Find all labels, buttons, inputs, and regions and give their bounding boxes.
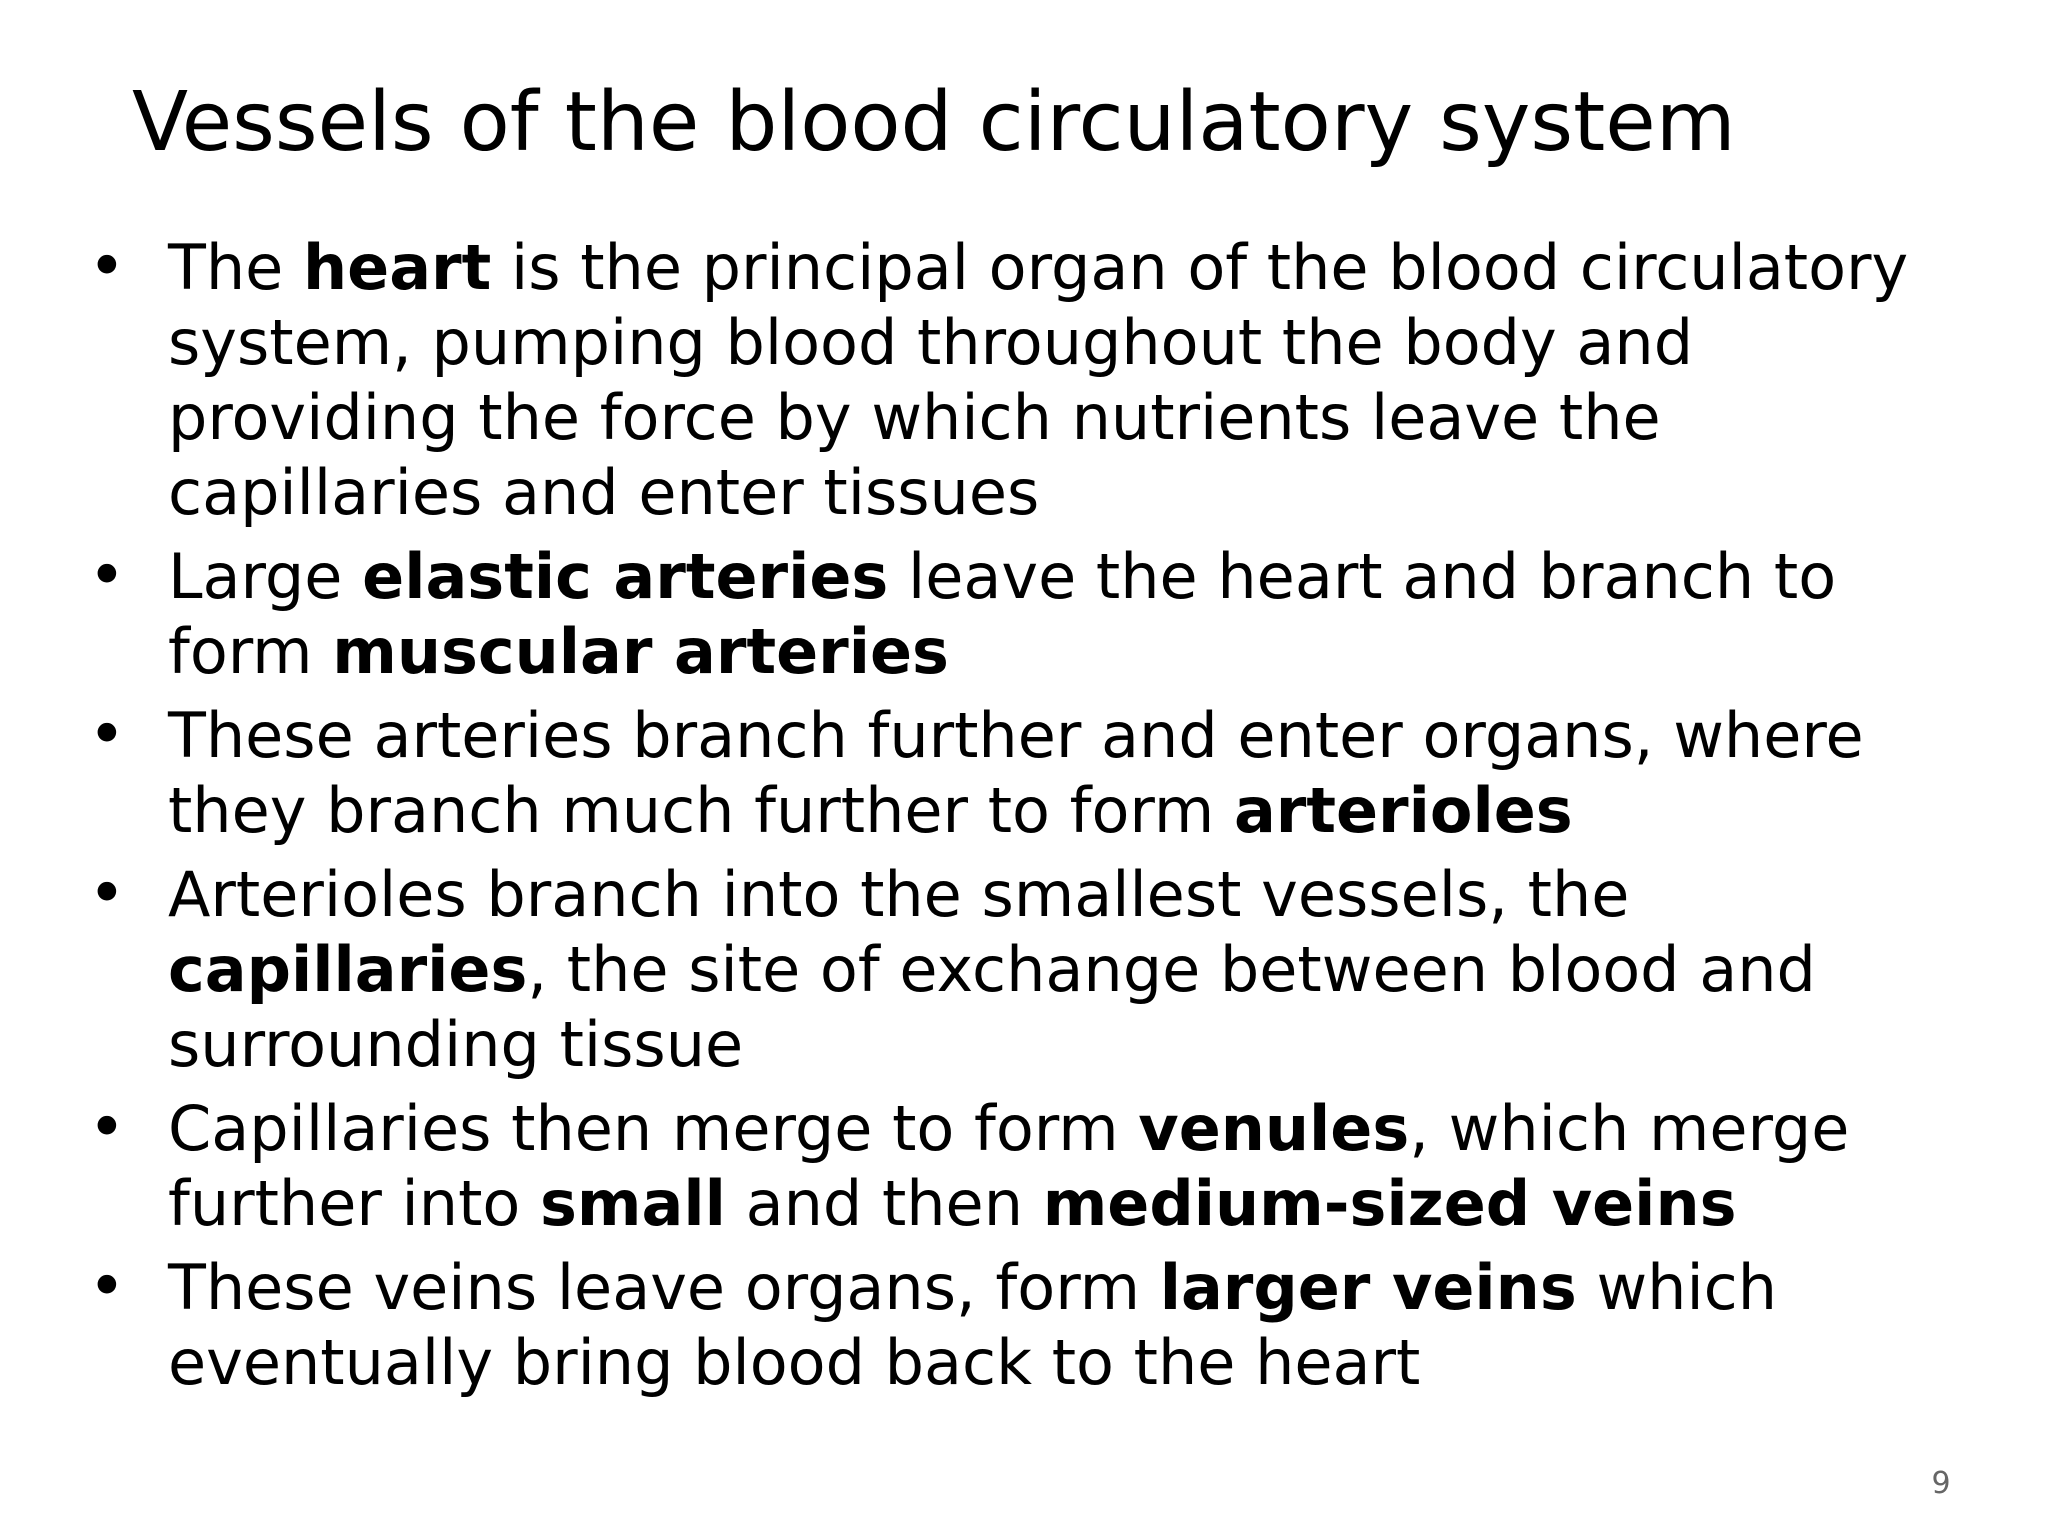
bold-term-arterioles: arterioles	[1233, 774, 1573, 847]
bullet-text: Large elastic arteries leave the heart a…	[168, 539, 2008, 689]
bullet-dot: •	[88, 698, 126, 772]
text-segment: they branch much further to form	[168, 774, 1234, 847]
text-line: surrounding tissue	[168, 1008, 744, 1081]
bullet-dot: •	[88, 539, 126, 613]
bullet-larger-veins: • These veins leave organs, form larger …	[88, 1250, 2008, 1400]
text-segment: Capillaries then merge to form	[168, 1092, 1139, 1165]
text-line: capillaries and enter tissues	[168, 456, 1040, 529]
slide-title: Vessels of the blood circulatory system	[132, 75, 1736, 170]
text-line: further into small and then medium-sized…	[168, 1166, 2008, 1241]
bold-term-venules: venules	[1138, 1092, 1410, 1165]
bullet-text: These veins leave organs, form larger ve…	[168, 1250, 2008, 1400]
text-line: The heart is the principal organ of the …	[168, 230, 2008, 305]
bold-term-larger-veins: larger veins	[1159, 1251, 1577, 1324]
bold-term-elastic-arteries: elastic arteries	[362, 540, 889, 613]
text-segment: The	[168, 231, 304, 304]
bullet-text: Capillaries then merge to form venules, …	[168, 1091, 2008, 1241]
bold-term-small: small	[540, 1167, 726, 1240]
bullet-dot: •	[88, 230, 126, 304]
bullet-dot: •	[88, 857, 126, 931]
bold-term-capillaries: capillaries	[168, 933, 528, 1006]
text-segment: These veins leave organs, form	[168, 1251, 1160, 1324]
text-segment: is the principal organ of the blood circ…	[491, 231, 1909, 304]
bold-term-medium-sized-veins: medium-sized veins	[1042, 1167, 1737, 1240]
bullet-dot: •	[88, 1091, 126, 1165]
bullet-elastic-arteries: • Large elastic arteries leave the heart…	[88, 539, 2008, 689]
text-segment: Large	[168, 540, 363, 613]
bullet-text: These arteries branch further and enter …	[168, 698, 2008, 848]
bold-term-muscular-arteries: muscular arteries	[332, 615, 949, 688]
text-line: providing the force by which nutrients l…	[168, 381, 1661, 454]
bullet-venules-veins: • Capillaries then merge to form venules…	[88, 1091, 2008, 1241]
text-line: form muscular arteries	[168, 614, 2008, 689]
text-segment: , which merge	[1409, 1092, 1850, 1165]
text-line: These arteries branch further and enter …	[168, 699, 1864, 772]
text-segment: further into	[168, 1167, 541, 1240]
text-segment: which	[1576, 1251, 1778, 1324]
text-line: Arterioles branch into the smallest vess…	[168, 858, 1630, 931]
text-line: they branch much further to form arterio…	[168, 773, 2008, 848]
text-segment: and then	[725, 1167, 1043, 1240]
bullet-dot: •	[88, 1250, 126, 1324]
text-line: Capillaries then merge to form venules, …	[168, 1091, 2008, 1166]
text-line: Large elastic arteries leave the heart a…	[168, 539, 2008, 614]
text-segment: , the site of exchange between blood and	[527, 933, 1816, 1006]
text-segment: leave the heart and branch to	[888, 540, 1837, 613]
text-segment: form	[168, 615, 333, 688]
bullet-heart: • The heart is the principal organ of th…	[88, 230, 2008, 530]
bullet-text: Arterioles branch into the smallest vess…	[168, 857, 2008, 1082]
text-line: capillaries, the site of exchange betwee…	[168, 932, 2008, 1007]
bullet-list: • The heart is the principal organ of th…	[88, 230, 2008, 1409]
text-line: eventually bring blood back to the heart	[168, 1326, 1421, 1399]
bullet-arterioles: • These arteries branch further and ente…	[88, 698, 2008, 848]
page-number: 9	[1931, 1466, 1951, 1501]
bold-term-heart: heart	[303, 231, 492, 304]
bullet-capillaries: • Arterioles branch into the smallest ve…	[88, 857, 2008, 1082]
text-line: These veins leave organs, form larger ve…	[168, 1250, 2008, 1325]
bullet-text: The heart is the principal organ of the …	[168, 230, 2008, 530]
text-line: system, pumping blood throughout the bod…	[168, 306, 1694, 379]
